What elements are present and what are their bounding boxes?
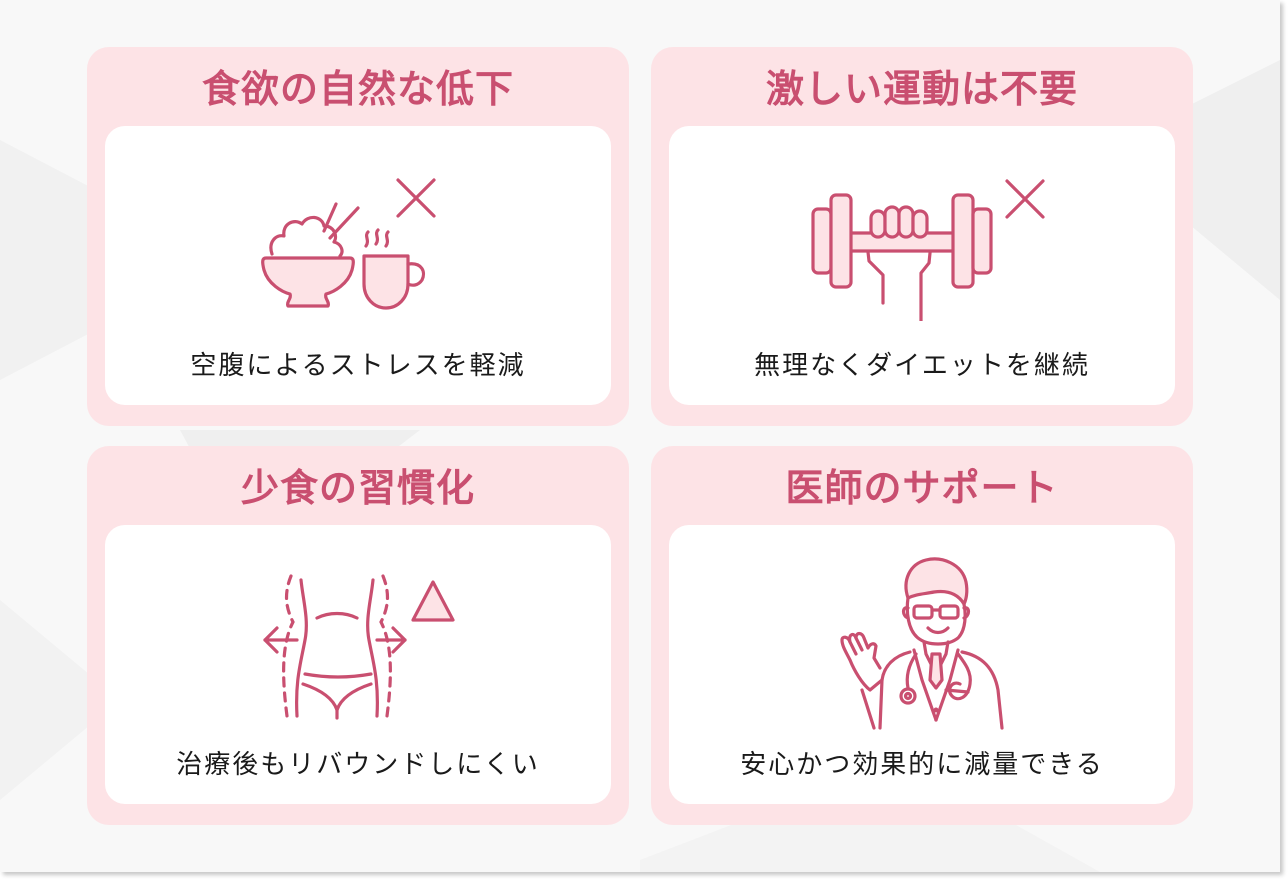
card-caption: 空腹によるストレスを軽減 bbox=[190, 351, 526, 381]
feature-card-appetite: 食欲の自然な低下 bbox=[87, 47, 629, 426]
feature-card-exercise: 激しい運動は不要 bbox=[651, 47, 1193, 426]
card-body: 治療後もリバウンドしにくい bbox=[105, 525, 611, 804]
card-title: 激しい運動は不要 bbox=[765, 67, 1078, 111]
card-body: 安心かつ効果的に減量できる bbox=[669, 525, 1175, 804]
card-body: 空腹によるストレスを軽減 bbox=[105, 126, 611, 405]
feature-card-habit: 少食の習慣化 bbox=[87, 446, 629, 825]
rice-bowl-and-cup-with-cross-icon bbox=[261, 178, 436, 310]
card-caption: 安心かつ効果的に減量できる bbox=[740, 750, 1104, 780]
card-title: 少食の習慣化 bbox=[240, 466, 475, 510]
waist-slimming-with-triangle-icon bbox=[263, 574, 455, 720]
feature-card-doctor: 医師のサポート bbox=[651, 446, 1193, 825]
dumbbell-hand-with-cross-icon bbox=[811, 179, 1045, 321]
card-caption: 無理なくダイエットを継続 bbox=[754, 351, 1090, 381]
card-title: 医師のサポート bbox=[785, 466, 1059, 510]
card-title: 食欲の自然な低下 bbox=[201, 67, 514, 111]
card-caption: 治療後もリバウンドしにくい bbox=[176, 750, 540, 780]
card-body: 無理なくダイエットを継続 bbox=[669, 126, 1175, 405]
doctor-with-stethoscope-icon bbox=[840, 557, 1004, 730]
